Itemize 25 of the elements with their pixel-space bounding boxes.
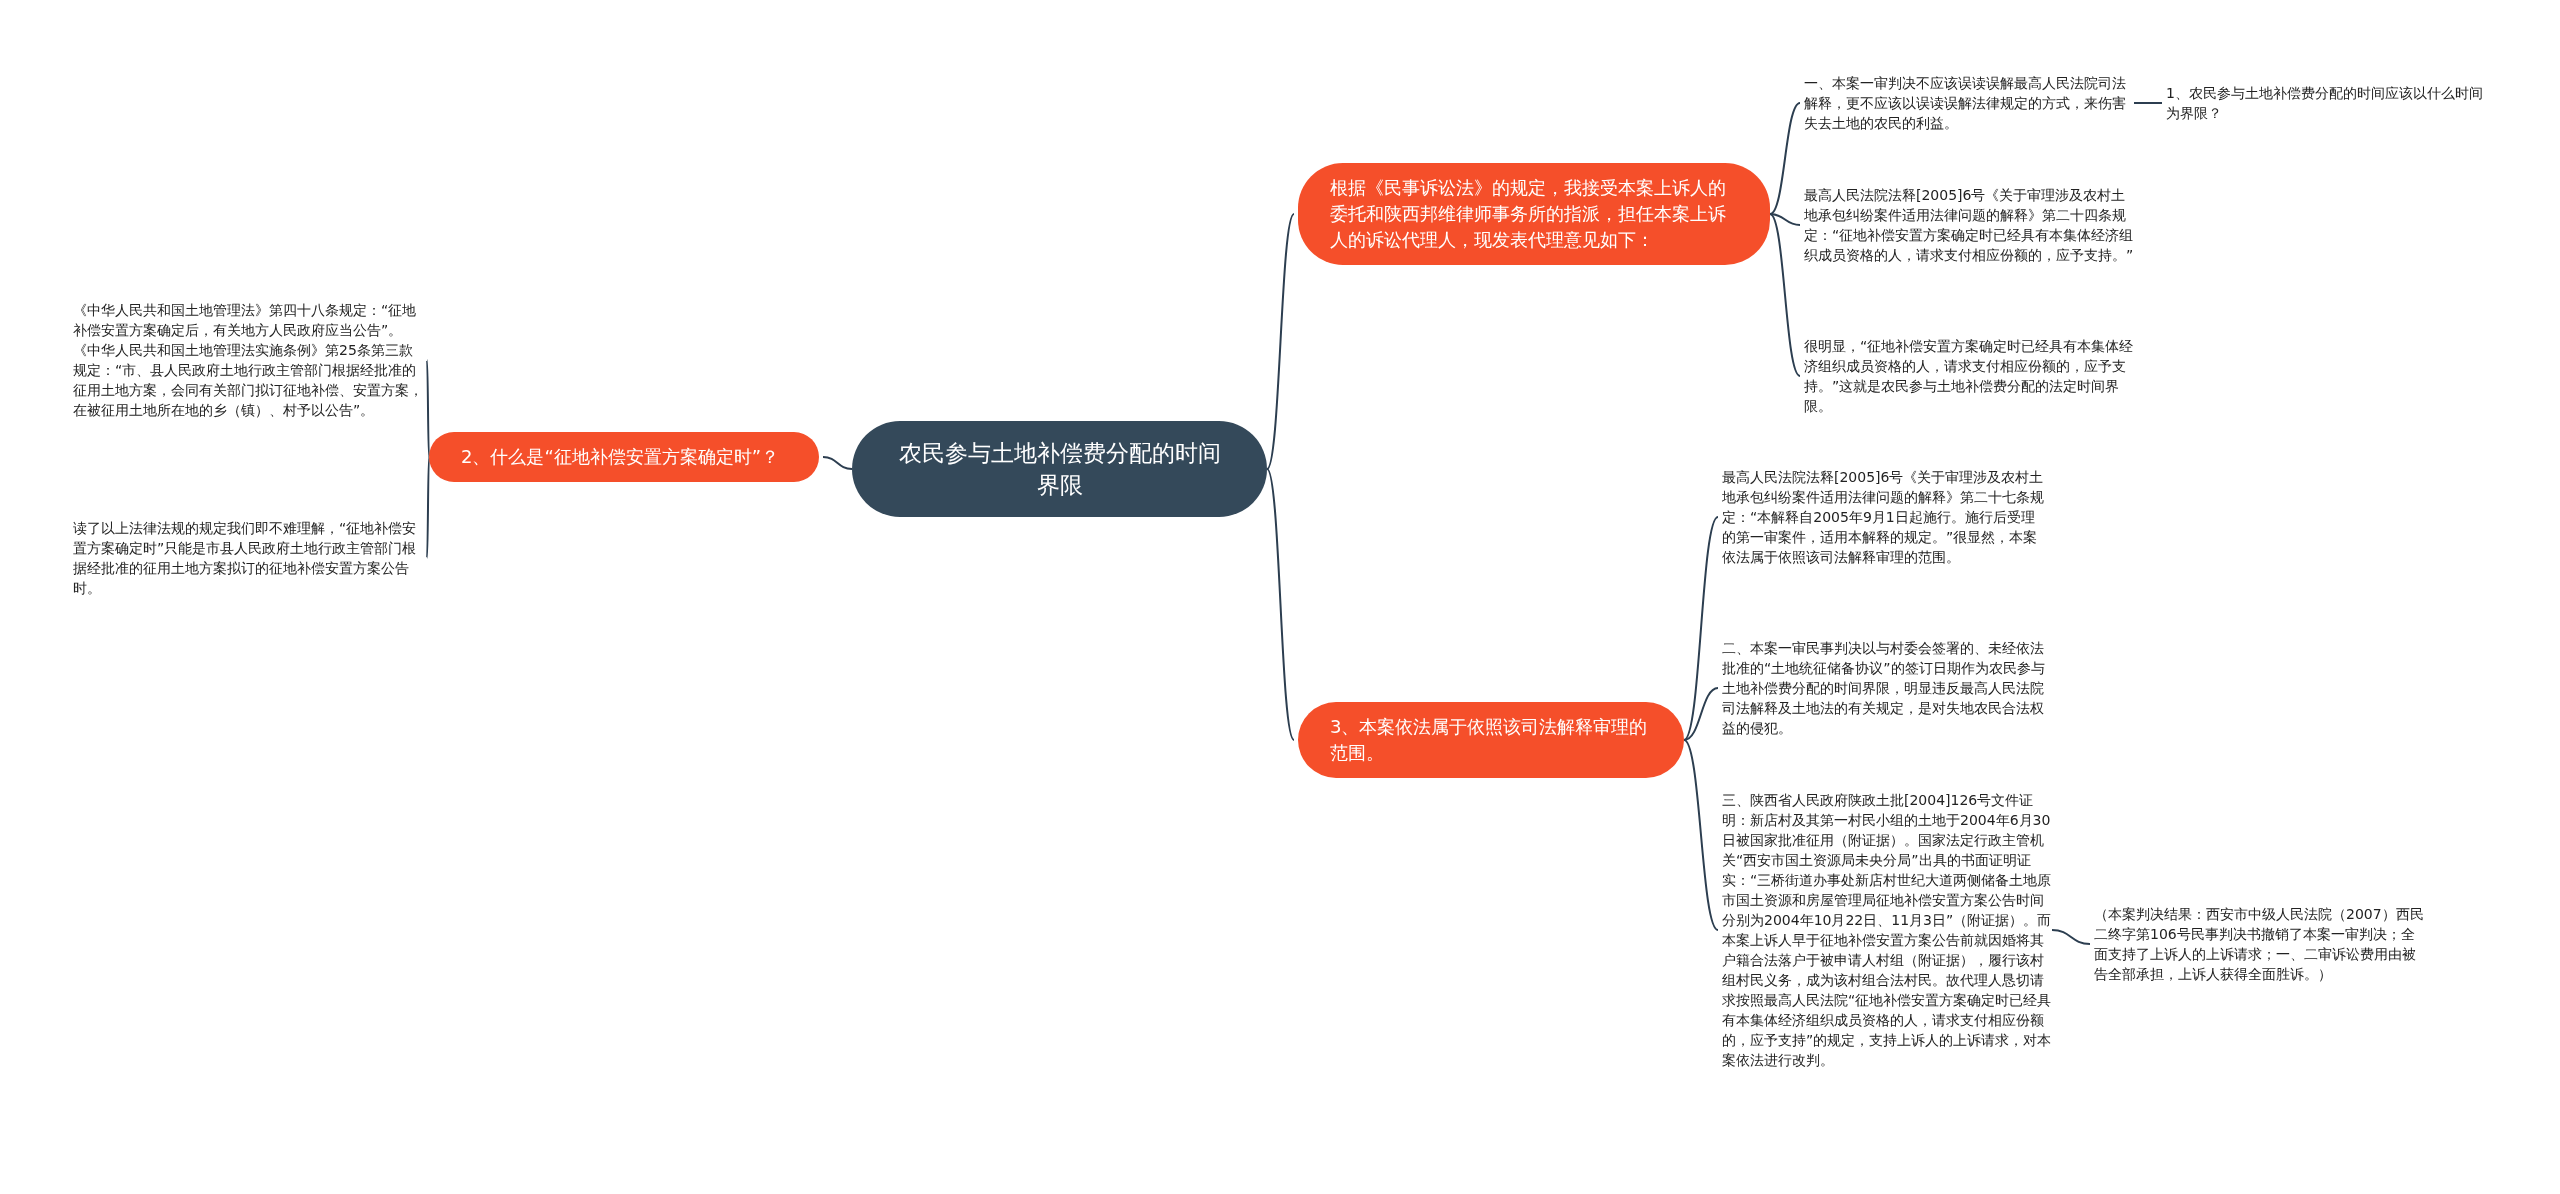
central-topic: 农民参与土地补偿费分配的时间界限: [852, 421, 1267, 517]
note-text: （本案判决结果：西安市中级人民法院（2007）西民二终字第106号民事判决书撤销了本案一审判决；全面支持了上诉人的上诉请求；一、二审诉讼费用由被告全部承担，上诉人获得全面胜诉。）: [2094, 904, 2424, 984]
branch-topic: 2、什么是“征地补偿安置方案确定时”？: [429, 432, 819, 482]
connector-line: [1266, 468, 1295, 741]
note-text: 三、陕西省人民政府陕政土批[2004]126号文件证明：新店村及其第一村民小组的土地于2004年6月30日被国家批准征用（附证据）。国家法定行政主管机关“西安市国土资源局未央分局”出具的书面证明证实：“三桥街道办事处新店村世纪大道两侧储备土地原市国土资源和房屋管理局征地补偿安置方案公告时间分别为2004年10月22日、11月3日”（附证据）。而本案上诉人早于征地补偿安置方案公告前就因婚将其户籍合法落户于被申请人村组（附证据），履行该村组村民义务，成为该村组合法村民。故代理人恳切请求按照最高人民法院“征地补偿安置方案确定时已经具有本集体经济组织成员资格的人，请求支付相应份额的，应予支持”的规定，支持上诉人的上诉请求，对本案依法进行改判。: [1722, 790, 2052, 1070]
connector-line: [2133, 102, 2163, 104]
connector-line: [2051, 929, 2091, 945]
connector-line: [1769, 213, 1801, 226]
connector-line: [1769, 213, 1801, 377]
note-text: 最高人民法院法释[2005]6号《关于审理涉及农村土地承包纠纷案件适用法律问题的解释》第二十四条规定：“征地补偿安置方案确定时已经具有本集体经济组织成员资格的人，请求支付相应份额的，应予支持。”: [1804, 185, 2134, 265]
connector-line: [1769, 102, 1801, 215]
note-text: 《中华人民共和国土地管理法》第四十八条规定：“征地补偿安置方案确定后，有关地方人民政府应当公告”。《中华人民共和国土地管理法实施条例》第25条第三款规定：“市、县人民政府土地行政主管部门根据经批准的征用土地方案，会同有关部门拟订征地补偿、安置方案，在被征用土地所在地的乡（镇）、村予以公告”。: [73, 300, 423, 420]
branch-topic: 根据《民事诉讼法》的规定，我接受本案上诉人的委托和陕西邦维律师事务所的指派，担任本案上诉人的诉讼代理人，现发表代理意见如下：: [1298, 163, 1770, 265]
connector-line: [1266, 213, 1295, 470]
note-text: 一、本案一审判决不应该误读误解最高人民法院司法解释，更不应该以误读误解法律规定的方式，来伤害失去土地的农民的利益。: [1804, 73, 2134, 133]
note-text: 很明显，“征地补偿安置方案确定时已经具有本集体经济组织成员资格的人，请求支付相应份额的，应予支持。”这就是农民参与土地补偿费分配的法定时间界限。: [1804, 336, 2134, 416]
connector-line: [1683, 516, 1719, 741]
connector-line: [822, 456, 853, 470]
note-text: 读了以上法律法规的规定我们即不难理解，“征地补偿安置方案确定时”只能是市县人民政府土地行政主管部门根据经批准的征用土地方案拟订的征地补偿安置方案公告时。: [73, 518, 423, 598]
note-text: 1、农民参与土地补偿费分配的时间应该以什么时间为界限？: [2166, 83, 2496, 123]
connector-line: [1683, 739, 1719, 931]
connector-line: [1683, 687, 1719, 741]
note-text: 二、本案一审民事判决以与村委会签署的、未经依法批准的“土地统征储备协议”的签订日期作为农民参与土地补偿费分配的时间界限，明显违反最高人民法院司法解释及土地法的有关规定，是对失地农民合法权益的侵犯。: [1722, 638, 2047, 738]
branch-topic: 3、本案依法属于依照该司法解释审理的范围。: [1298, 702, 1684, 778]
note-text: 最高人民法院法释[2005]6号《关于审理涉及农村土地承包纠纷案件适用法律问题的解释》第二十七条规定：“本解释自2005年9月1日起施行。施行后受理的第一审案件，适用本解释的规定。”很显然，本案依法属于依照该司法解释审理的范围。: [1722, 467, 2047, 567]
